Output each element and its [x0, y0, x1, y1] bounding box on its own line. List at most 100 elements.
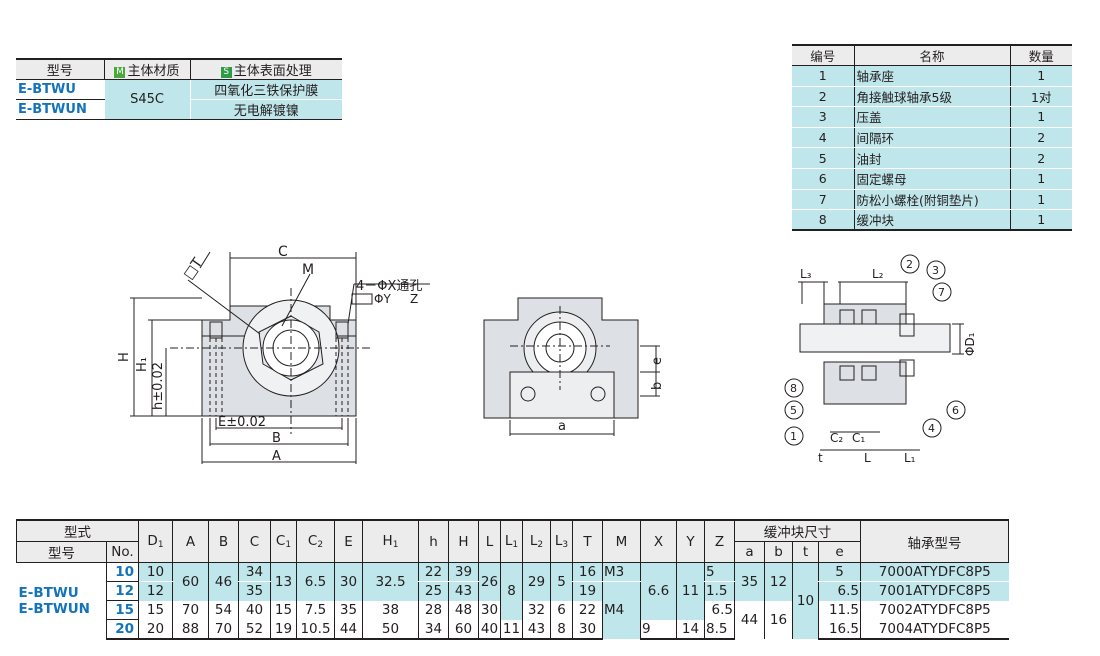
cell: 7.5: [296, 600, 335, 620]
cell: 54: [208, 600, 239, 620]
dim-l3-label: L₃: [800, 267, 812, 281]
col-c: C: [238, 519, 271, 563]
dim-e-label: E±0.02: [218, 415, 266, 430]
cell: 28: [418, 600, 449, 620]
col-t: T: [572, 519, 603, 563]
dim-h-tol-label: h±0.02: [151, 362, 166, 410]
cell: 39: [448, 562, 479, 582]
hole-note-2: ΦY: [374, 292, 391, 306]
part-qty: 1: [1009, 189, 1072, 211]
part-qty: 1: [1009, 65, 1072, 87]
col-buffer-a: a: [734, 541, 765, 563]
front-view-drawing: C □T M 4－ΦX通孔 ΦY Z H H₁ h±0.02 E±0.02 B …: [117, 244, 430, 464]
part-name: 缓冲块: [853, 209, 1010, 232]
cell: 50: [362, 619, 419, 640]
col-m: M: [602, 519, 641, 563]
cell: 13: [270, 562, 297, 601]
dim-c1-label: C₁: [852, 431, 865, 445]
table-row: 12 12 35 25 43 19 M4 1.5 6.5 7001ATYDFC8…: [17, 581, 1009, 639]
model-ebtwun-dim: E-BTWUN: [16, 600, 107, 639]
callout-6: 6: [952, 404, 959, 417]
cell: 52: [238, 619, 271, 640]
header-model: 型号: [16, 58, 104, 80]
cell: 7000ATYDFC8P5: [860, 562, 1009, 582]
cell: 19: [270, 619, 297, 640]
cell: 7004ATYDFC8P5: [860, 619, 1009, 640]
dim-h-label: H: [117, 352, 132, 362]
col-h-small: h: [418, 519, 449, 563]
col-l1: L1: [500, 519, 523, 563]
dim-t-label-section: t: [818, 451, 823, 465]
cell: 35: [734, 562, 765, 601]
cell: 46: [208, 562, 239, 601]
part-name: 油封: [853, 147, 1010, 169]
dim-l-label: L: [864, 451, 871, 465]
cell: 22: [572, 600, 603, 620]
side-view-drawing: a e b: [483, 297, 665, 436]
part-no: 2: [792, 86, 854, 108]
cell: 1.5: [704, 581, 735, 601]
part-no: 7: [792, 189, 854, 211]
table-row: E-BTWUN 15 15 70 54 40 15 7.5 35 38 28 4…: [16, 600, 1009, 639]
cell: 11.5: [818, 600, 861, 620]
cell: 16.5: [818, 619, 861, 640]
part-name: 轴承座: [853, 65, 1010, 87]
col-z: Z: [704, 519, 735, 563]
cell: 32: [522, 600, 551, 620]
dim-t-label: □T: [181, 255, 207, 282]
part-no: 5: [792, 147, 854, 169]
material-badge-icon: M: [114, 67, 126, 78]
cell: 35: [238, 581, 271, 601]
col-c1: C1: [270, 519, 297, 563]
col-buffer-e: e: [818, 541, 861, 563]
dim-c2-label: C₂: [830, 431, 843, 445]
cell: 60: [172, 562, 209, 601]
part-name: 固定螺母: [853, 168, 1010, 190]
cell: 12: [764, 562, 793, 601]
cell: M3: [602, 562, 641, 582]
part-no: 1: [792, 65, 854, 87]
row-no: 20: [106, 619, 139, 640]
header-bearing: 轴承型号: [860, 519, 1009, 563]
part-qty: 2: [1009, 147, 1072, 169]
cell: 14: [676, 619, 705, 640]
cell: 60: [448, 619, 479, 640]
cell: 8: [550, 619, 573, 640]
cell: 6.5: [704, 600, 735, 620]
header-buffer: 缓冲块尺寸: [734, 519, 861, 542]
cell: 16: [764, 600, 793, 639]
model-ebtwu-dim: E-BTWU: [16, 562, 107, 601]
col-e: E: [334, 519, 363, 563]
dim-l1-label: L₁: [904, 451, 916, 465]
callout-1: 1: [790, 430, 797, 443]
cell: 12: [138, 581, 173, 601]
cell: 10.5: [296, 619, 335, 640]
cell: 44: [334, 619, 363, 640]
cell: 26: [478, 562, 501, 601]
col-a: A: [172, 519, 209, 563]
dim-h1-label: H₁: [135, 357, 150, 372]
surface-ebtwu: 四氧化三铁保护膜: [189, 79, 342, 100]
col-buffer-b: b: [764, 541, 793, 563]
header-no: No.: [106, 541, 139, 563]
hole-note-3: Z: [410, 292, 418, 306]
cell: 9: [640, 619, 677, 640]
parts-header-no: 编号: [792, 44, 854, 66]
part-qty: 1: [1009, 209, 1072, 232]
table-row: 20 20 88 70 52 19 10.5 44 50 34 60 40 11…: [17, 619, 1009, 640]
dim-b-label: B: [272, 431, 281, 446]
row-no: 10: [106, 562, 139, 582]
cell: 10: [138, 562, 173, 582]
cell: 16: [572, 562, 603, 582]
cell: 44: [734, 600, 765, 639]
cell: 10: [792, 562, 819, 639]
cell: 70: [172, 600, 209, 620]
cell: 22: [418, 562, 449, 582]
